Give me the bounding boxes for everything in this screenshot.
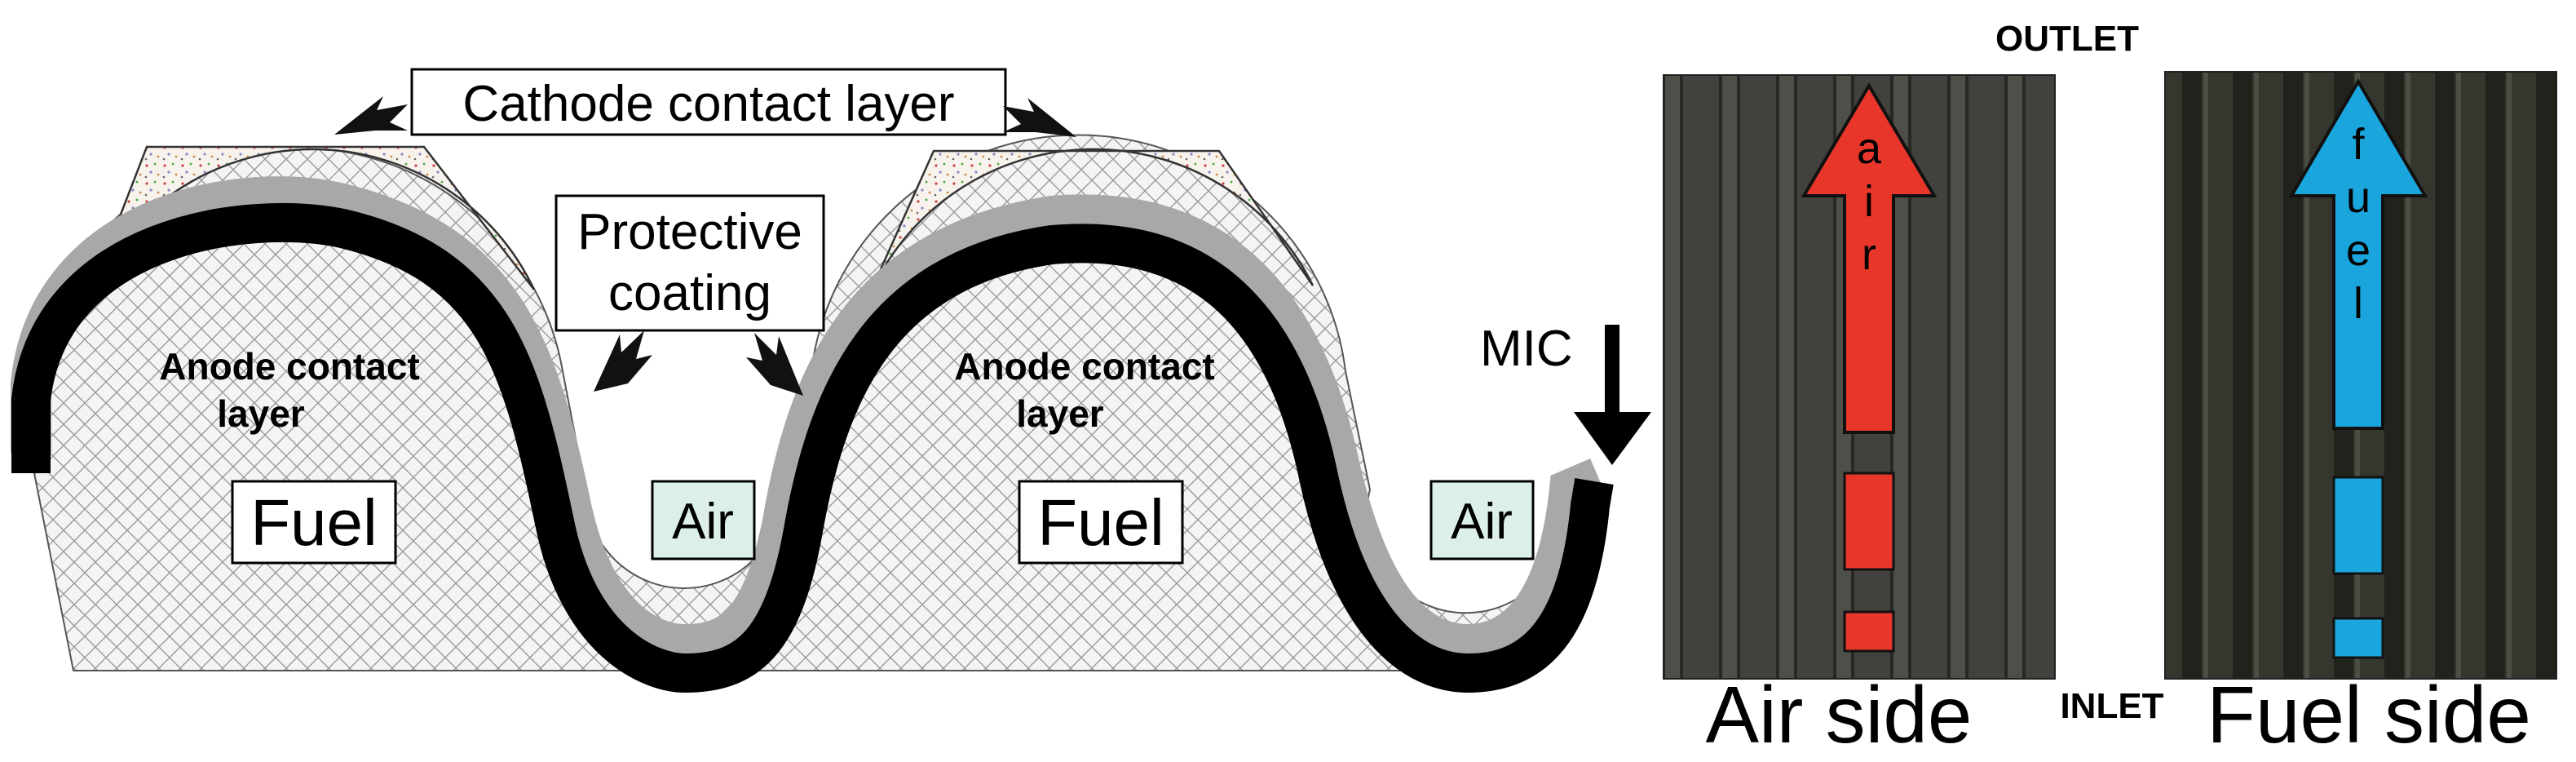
air-label-box-right [1429,480,1535,560]
anode-contact-layer-label-right-line1: Anode contact [954,345,1214,388]
fuel-flow-dash-2 [2332,617,2384,659]
photos-panel: OUTLET INLET a i r Air side f u e l F [1663,19,2557,760]
air-label-box-left [651,480,756,560]
fuel-flow-dash-1 [2332,476,2384,575]
air-side-photo: a i r [1663,74,2056,680]
anode-contact-layer-label-right-line2: layer [1016,392,1104,435]
schematic-cross-section: Cathode contact layer Protective coating… [11,68,1651,693]
cathode-contact-layer-right [879,148,1315,286]
air-side-caption: Air side [1706,670,1973,758]
fuel-label-right: Fuel [1037,486,1164,559]
fuel-arrow-letter-e: e [2346,226,2371,275]
inlet-label: INLET [2060,686,2163,726]
metallic-interconnect [11,202,1614,693]
air-flow-dash-1 [1843,472,1895,571]
protective-coating-label-box [555,194,825,332]
air-arrow-letter-i: i [1864,177,1874,226]
air-arrow-letter-r: r [1862,230,1876,279]
fuel-side-photo: f u e l [2164,71,2557,680]
air-arrow-letter-a: a [1857,124,1882,173]
coating-pointer-arrow-right [746,333,803,396]
anode-contact-layer-label-left-line2: layer [217,392,305,435]
mic-pointer-arrow [1574,325,1651,465]
outlet-label: OUTLET [1995,19,2139,59]
cathode-label-box [410,68,1007,136]
anode-contact-layer-label-left-line1: Anode contact [159,345,419,388]
protective-coating [11,176,1606,666]
cathode-contact-layer-label: Cathode contact layer [462,76,954,132]
fuel-label-box-right [1018,480,1184,565]
fuel-label-box-left [231,480,397,565]
fuel-arrow-letter-l: l [2353,279,2363,328]
protective-coating-label-line2: coating [608,265,771,321]
fuel-arrow-letter-u: u [2346,173,2371,222]
air-flow-dash-2 [1843,610,1895,653]
air-flow-arrow [1801,82,1938,434]
cathode-pointer-arrow-right [1003,98,1076,137]
coating-pointer-arrow-left [594,330,652,392]
fuel-flow-arrow [2288,78,2428,430]
air-label-left: Air [672,494,734,550]
fuel-side-caption: Fuel side [2207,670,2531,758]
mic-label: MIC [1480,321,1573,377]
cathode-pointer-arrow-left [334,96,408,135]
fuel-arrow-letter-f: f [2352,120,2365,169]
fuel-label-left: Fuel [250,486,378,559]
protective-coating-label-line1: Protective [577,204,802,260]
air-label-right: Air [1451,494,1513,550]
